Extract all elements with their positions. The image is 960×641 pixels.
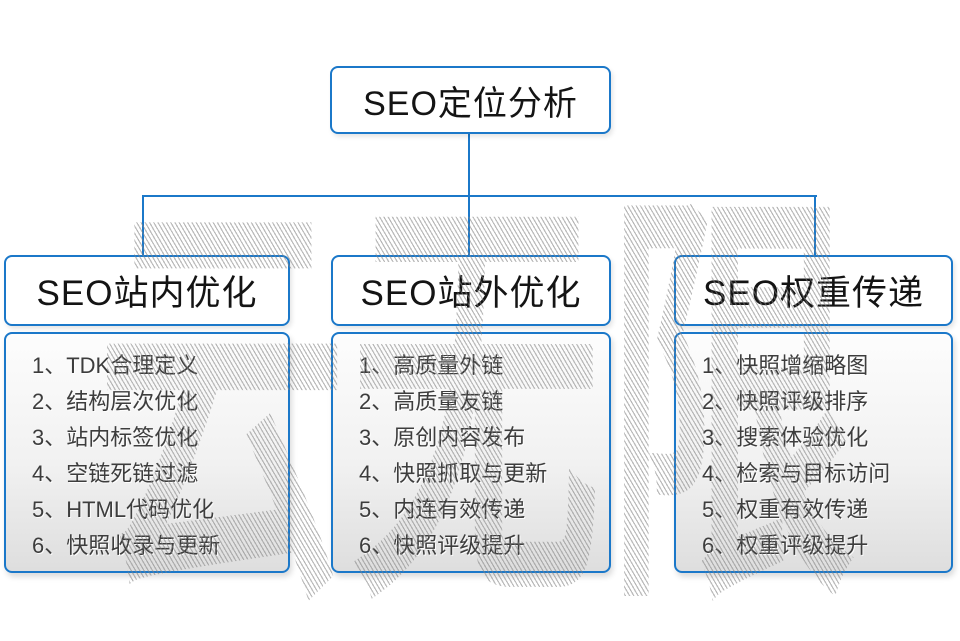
list-item: 3、原创内容发布	[359, 425, 526, 450]
list-item: 5、HTML代码优化	[32, 497, 215, 522]
list-item: 1、快照增缩略图	[702, 353, 869, 378]
list-item: 2、高质量友链	[359, 389, 504, 414]
column-onsite-title: SEO站内优化	[36, 274, 258, 313]
connector-drop-left	[142, 195, 144, 256]
column-offsite-list: 1、高质量外链 2、高质量友链 3、原创内容发布 4、快照抓取与更新 5、内连有…	[331, 332, 611, 573]
list-item: 2、快照评级排序	[702, 389, 869, 414]
column-weight-list: 1、快照增缩略图 2、快照评级排序 3、搜索体验优化 4、检索与目标访问 5、权…	[674, 332, 953, 573]
column-onsite-list: 1、TDK合理定义 2、结构层次优化 3、站内标签优化 4、空链死链过滤 5、H…	[4, 332, 290, 573]
root-node-title: SEO定位分析	[363, 84, 578, 123]
list-item: 4、快照抓取与更新	[359, 461, 548, 486]
column-offsite-header: SEO站外优化	[331, 255, 611, 326]
column-offsite-title: SEO站外优化	[360, 274, 582, 313]
list-item: 3、站内标签优化	[32, 425, 199, 450]
list-item: 6、快照评级提升	[359, 533, 526, 558]
connector-root-stem	[468, 132, 470, 196]
column-offsite-optimization: SEO站外优化 1、高质量外链 2、高质量友链 3、原创内容发布 4、快照抓取与…	[331, 255, 611, 573]
connector-drop-right	[814, 195, 816, 256]
connector-drop-middle	[468, 195, 470, 256]
list-item: 4、空链死链过滤	[32, 461, 199, 486]
column-onsite-header: SEO站内优化	[4, 255, 290, 326]
root-node: SEO定位分析	[330, 66, 611, 134]
list-item: 2、结构层次优化	[32, 389, 199, 414]
list-item: 1、高质量外链	[359, 353, 504, 378]
list-item: 5、内连有效传递	[359, 497, 526, 522]
list-item: 4、检索与目标访问	[702, 461, 891, 486]
column-weight-title: SEO权重传递	[703, 274, 924, 313]
list-item: 1、TDK合理定义	[32, 353, 199, 378]
connector-horizontal-bar	[142, 195, 817, 197]
column-onsite-optimization: SEO站内优化 1、TDK合理定义 2、结构层次优化 3、站内标签优化 4、空链…	[4, 255, 290, 573]
column-weight-transfer: SEO权重传递 1、快照增缩略图 2、快照评级排序 3、搜索体验优化 4、检索与…	[674, 255, 953, 573]
list-item: 6、快照收录与更新	[32, 533, 221, 558]
list-item: 3、搜索体验优化	[702, 425, 869, 450]
column-weight-header: SEO权重传递	[674, 255, 953, 326]
list-item: 5、权重有效传递	[702, 497, 869, 522]
list-item: 6、权重评级提升	[702, 533, 869, 558]
